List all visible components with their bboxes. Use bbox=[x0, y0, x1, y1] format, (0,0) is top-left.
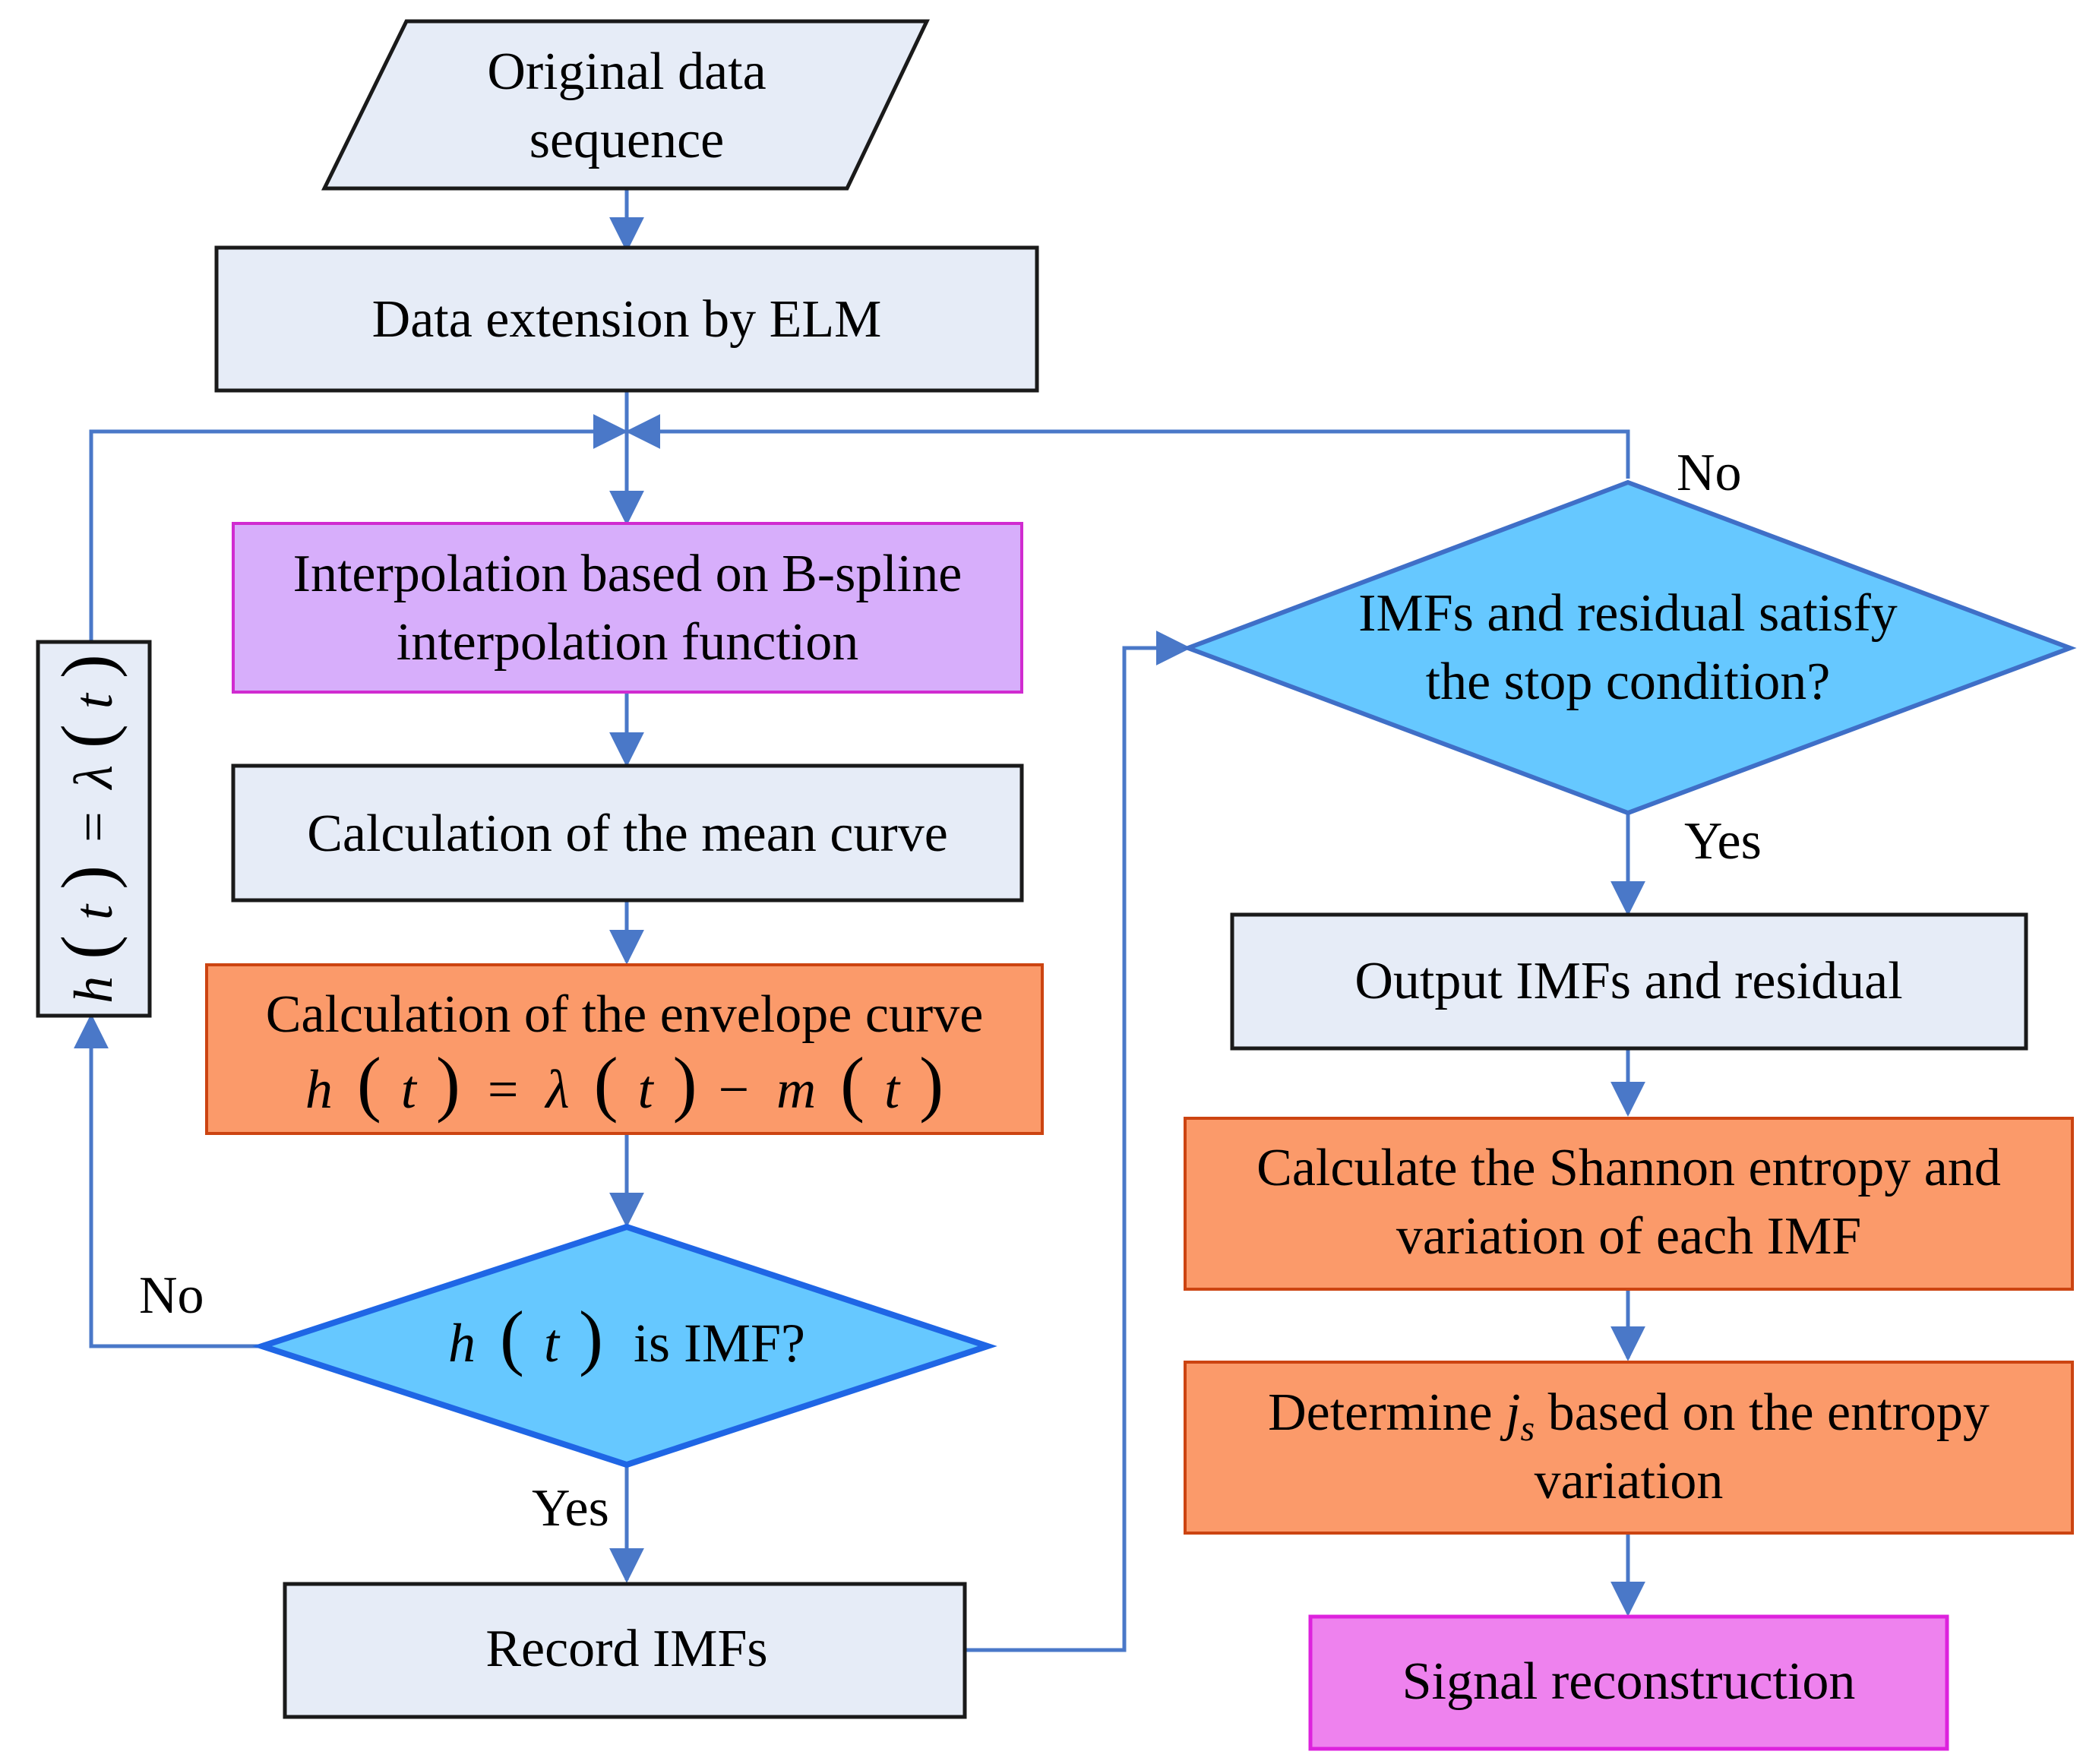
node-h-equals-lambda: h ( t ) = λ ( t ) bbox=[36, 640, 152, 1018]
determine-js-box bbox=[1184, 1361, 2074, 1535]
node-record-imfs: Record IMFs bbox=[283, 1582, 967, 1719]
isimf-text: is IMF? bbox=[634, 1313, 805, 1374]
arrow-right-loop-into-junction bbox=[625, 414, 1630, 479]
h-lambda-box bbox=[36, 640, 152, 1018]
label-no-right: No bbox=[1677, 444, 1742, 502]
hl-h: h bbox=[63, 976, 124, 1004]
eq-minus: − bbox=[719, 1059, 750, 1120]
stop-condition-line1: IMFs and residual satisfy bbox=[1358, 584, 1898, 643]
stop-condition-line2: the stop condition? bbox=[1426, 653, 1831, 711]
eq-equals: = bbox=[488, 1059, 519, 1120]
data-extension-label: Data extension by ELM bbox=[372, 290, 882, 349]
edge-labels: No Yes No Yes bbox=[139, 444, 1762, 1538]
original-data-line2: sequence bbox=[529, 111, 725, 169]
node-mean-curve: Calculation of the mean curve bbox=[231, 763, 1024, 903]
is-imf-diamond bbox=[252, 1223, 997, 1468]
eq-h: h bbox=[305, 1059, 333, 1120]
node-data-extension: Data extension by ELM bbox=[214, 245, 1039, 393]
record-imfs-box bbox=[283, 1582, 967, 1719]
eq-t3: t bbox=[884, 1059, 901, 1120]
reconstruction-box bbox=[1308, 1614, 1949, 1751]
determine-js-line2: variation bbox=[1535, 1452, 1724, 1510]
node-shannon: Calculate the Shannon entropy and variat… bbox=[1184, 1117, 2074, 1291]
shannon-box bbox=[1184, 1117, 2074, 1291]
eq-t2: t bbox=[638, 1059, 655, 1120]
arrow-record-to-stop bbox=[965, 631, 1191, 1652]
node-output: Output IMFs and residual bbox=[1230, 912, 2028, 1051]
stop-condition-diamond bbox=[1181, 479, 2077, 816]
original-data-line1: Original data bbox=[487, 43, 766, 101]
isimf-t: t bbox=[544, 1313, 561, 1374]
parallelogram-shape bbox=[321, 19, 930, 191]
eq-lambda: λ bbox=[544, 1059, 569, 1120]
determine-js-line1: Determine js based on the entropy bbox=[1268, 1383, 1990, 1449]
isimf-h: h bbox=[448, 1313, 476, 1374]
node-interpolation: Interpolation based on B-spline interpol… bbox=[232, 522, 1023, 694]
node-reconstruction: Signal reconstruction bbox=[1308, 1614, 1949, 1751]
label-yes-left: Yes bbox=[532, 1479, 609, 1538]
node-stop-condition: IMFs and residual satisfy the stop condi… bbox=[1181, 479, 2077, 816]
envelope-curve-line1: Calculation of the envelope curve bbox=[266, 985, 984, 1044]
reconstruction-label: Signal reconstruction bbox=[1402, 1652, 1856, 1711]
record-imfs-label: Record IMFs bbox=[485, 1620, 767, 1678]
hl-lambda: λ bbox=[63, 765, 124, 790]
is-imf-label: h ( t ) is IMF? bbox=[448, 1296, 805, 1377]
label-no-left: No bbox=[139, 1266, 204, 1325]
eq-t1: t bbox=[401, 1059, 418, 1120]
h-lambda-label: h ( t ) = λ ( t ) bbox=[46, 654, 128, 1004]
hl-t2: t bbox=[63, 692, 124, 709]
connectors bbox=[74, 190, 1645, 1652]
node-determine-js: Determine js based on the entropy variat… bbox=[1184, 1361, 2074, 1535]
arrow-left-loop-into-junction bbox=[89, 414, 628, 642]
output-box bbox=[1230, 912, 2028, 1051]
interpolation-box bbox=[232, 522, 1023, 694]
envelope-curve-equation: h ( t ) = λ ( t ) − m ( t ) bbox=[305, 1042, 944, 1124]
node-envelope-curve: Calculation of the envelope curve h ( t … bbox=[205, 963, 1044, 1135]
arrow-isimf-no-to-hlambda bbox=[74, 1013, 262, 1348]
output-label: Output IMFs and residual bbox=[1354, 952, 1902, 1010]
shannon-line2: variation of each IMF bbox=[1396, 1207, 1861, 1266]
label-yes-right: Yes bbox=[1684, 812, 1762, 871]
shannon-line1: Calculate the Shannon entropy and bbox=[1256, 1139, 2001, 1197]
js-s: s bbox=[1520, 1408, 1535, 1449]
interpolation-line2: interpolation function bbox=[397, 613, 858, 672]
mean-curve-box bbox=[231, 763, 1024, 903]
mean-curve-label: Calculation of the mean curve bbox=[307, 805, 948, 863]
hl-t1: t bbox=[63, 903, 124, 920]
hl-eq: = bbox=[63, 811, 124, 842]
interpolation-line1: Interpolation based on B-spline bbox=[293, 545, 962, 603]
node-original-data: Original data sequence bbox=[321, 19, 930, 191]
data-extension-box bbox=[214, 245, 1039, 393]
eq-m: m bbox=[776, 1059, 816, 1120]
envelope-curve-box bbox=[205, 963, 1044, 1135]
node-is-imf: h ( t ) is IMF? bbox=[252, 1223, 997, 1468]
